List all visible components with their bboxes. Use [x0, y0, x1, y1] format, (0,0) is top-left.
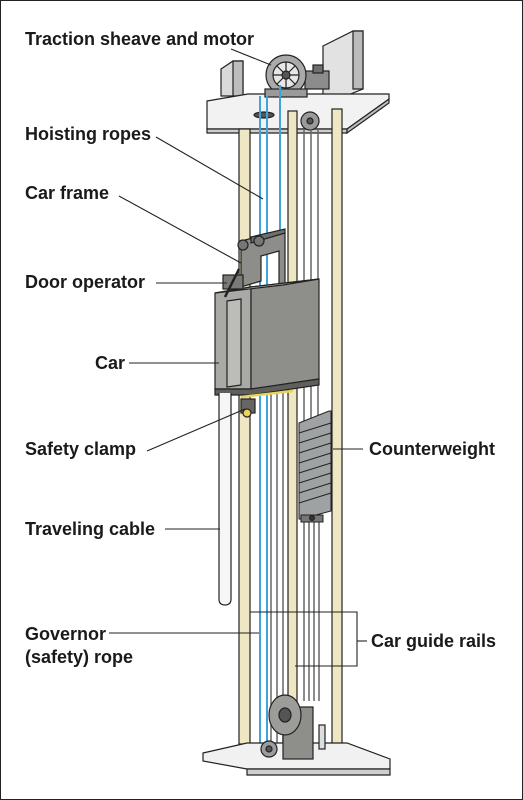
elevator-car — [214, 268, 320, 399]
label-governor-safety-rope: (safety) rope — [25, 647, 134, 667]
leader-safety-clamp — [146, 408, 246, 452]
leader-car-frame — [118, 195, 242, 264]
leader-lines — [109, 48, 367, 667]
label-car-frame: Car frame — [25, 183, 110, 203]
leader-traction — [230, 48, 272, 66]
leader-hoisting — [155, 136, 264, 200]
label-traction-sheave-and-motor: Traction sheave and motor — [25, 29, 255, 49]
label-governor: Governor — [25, 624, 107, 644]
label-traveling-cable: Traveling cable — [25, 519, 156, 539]
label-hoisting-ropes: Hoisting ropes — [25, 124, 152, 144]
label-safety-clamp: Safety clamp — [25, 439, 137, 459]
label-car: Car — [95, 353, 126, 373]
traveling-cable — [218, 393, 232, 606]
safety-clamp — [240, 398, 256, 418]
label-counterweight: Counterweight — [369, 439, 495, 459]
counterweight — [298, 410, 332, 523]
pit-assembly — [202, 694, 391, 776]
car-frame — [237, 228, 286, 294]
label-door-operator: Door operator — [25, 272, 146, 292]
leader-guide-rails — [250, 611, 358, 667]
label-car-guide-rails: Car guide rails — [371, 631, 497, 651]
